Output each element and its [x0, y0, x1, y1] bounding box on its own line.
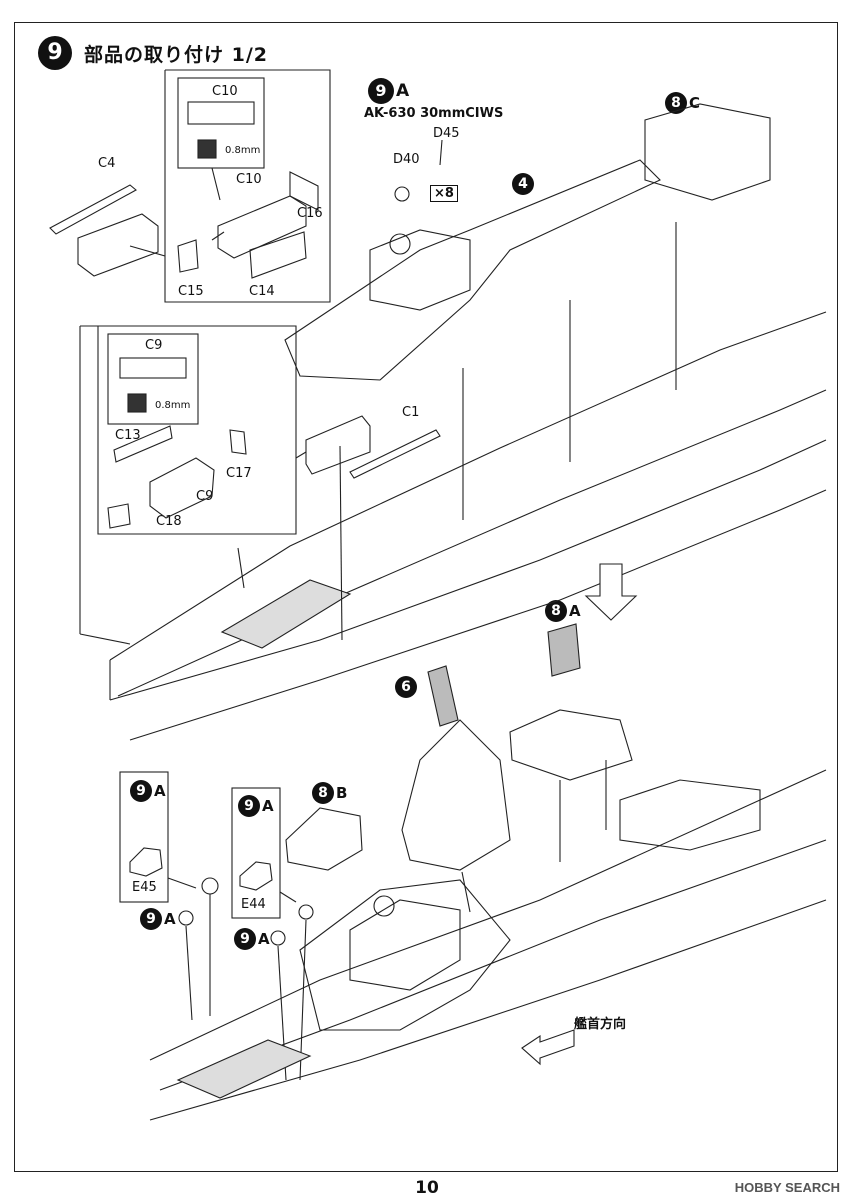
- part-c10-block: [217, 195, 307, 259]
- part-label-c15: C15: [178, 284, 204, 299]
- detail-box-9A-1: [119, 771, 169, 903]
- ciws-loose-1: [201, 877, 219, 895]
- radar-8A: [547, 623, 581, 677]
- hull-lower-top: [149, 769, 827, 1061]
- bridge-top: [369, 229, 471, 311]
- inset-label-c9: C9: [145, 338, 163, 353]
- part-label-d40: D40: [393, 152, 420, 167]
- bow-direction-label: 艦首方向: [574, 1017, 627, 1032]
- part-label-c9: C9: [196, 489, 214, 504]
- part-label-c17: C17: [226, 466, 252, 481]
- part-label-c10: C10: [236, 172, 262, 187]
- inset-c10-part: [187, 101, 255, 125]
- part-label-c4: C4: [98, 156, 116, 171]
- part-label-c1: C1: [402, 405, 420, 420]
- hull-side-1: [109, 439, 827, 701]
- bow-direction-arrow: [521, 1029, 575, 1066]
- vls-grid-bottom: [176, 1039, 312, 1099]
- ciws-loose-3: [270, 930, 286, 946]
- hull-top-edge: [109, 311, 827, 661]
- part-c10-base: [77, 213, 159, 277]
- part-c15: [177, 239, 199, 273]
- part-e45: [129, 847, 163, 877]
- part-label-e45: E45: [132, 880, 157, 895]
- part-label-c16: C16: [297, 206, 323, 221]
- inset-c9-frame: [107, 333, 199, 425]
- superstructure-top: [284, 159, 661, 381]
- quantity-badge: ×8: [430, 185, 458, 202]
- ciws-d40: [394, 186, 410, 202]
- ciws-loose-2: [178, 910, 194, 926]
- detail-box-9A-2: [231, 787, 281, 919]
- detail-frame-top: [164, 69, 331, 303]
- glue-label-top: 0.8mm: [225, 145, 261, 156]
- part-c16: [289, 171, 319, 211]
- part-c9: [149, 457, 215, 519]
- part-label-d45: D45: [433, 126, 460, 141]
- hull-lower-side: [149, 899, 827, 1121]
- glue-label-mid: 0.8mm: [155, 400, 191, 411]
- ciws-loose-4: [298, 904, 314, 920]
- aft-module-bottom: [619, 779, 761, 851]
- watermark: HOBBY SEARCH: [734, 1180, 840, 1195]
- radar-dome-bottom: [373, 895, 395, 917]
- part-c1-block: [305, 415, 371, 475]
- down-arrow: [584, 563, 638, 621]
- radar-dome-top: [389, 233, 411, 255]
- part-c17: [229, 429, 247, 455]
- part-c1-strip: [349, 429, 441, 479]
- radar-6: [427, 665, 459, 727]
- module-8C: [644, 103, 771, 201]
- superstructure-bottom: [299, 879, 511, 1031]
- step-number-badge: 9: [38, 36, 72, 70]
- inset-label-c10: C10: [212, 84, 238, 99]
- part-label-e44: E44: [241, 897, 266, 912]
- page-frame: [14, 22, 838, 1172]
- part-e44: [239, 861, 273, 891]
- part-c4: [49, 184, 137, 235]
- part-label-c18: C18: [156, 514, 182, 529]
- ciws-description: AK-630 30mmCIWS: [364, 106, 504, 121]
- detail-frame-mid: [97, 325, 297, 535]
- inset-c9-part: [119, 357, 187, 379]
- glue-box-mid: [127, 393, 147, 413]
- part-c18: [107, 503, 131, 529]
- part-c13: [113, 425, 173, 463]
- hull-deck-edge: [117, 389, 827, 697]
- ref-6: 6: [395, 676, 417, 698]
- vls-grid-top: [220, 579, 352, 649]
- module-8B: [285, 807, 363, 871]
- part-label-c14: C14: [249, 284, 275, 299]
- part-c14: [249, 231, 307, 279]
- inset-c10-frame: [177, 77, 265, 169]
- part-label-c13: C13: [115, 428, 141, 443]
- ref-4: 4: [512, 173, 534, 195]
- glue-box-top: [197, 139, 217, 159]
- module-6-mast: [401, 719, 511, 871]
- hull-side-2: [129, 489, 827, 741]
- page-number: 10: [415, 1178, 439, 1198]
- bridge-bottom: [349, 899, 461, 991]
- step-title: 部品の取り付け 1/2: [84, 44, 268, 66]
- module-8A: [509, 709, 633, 781]
